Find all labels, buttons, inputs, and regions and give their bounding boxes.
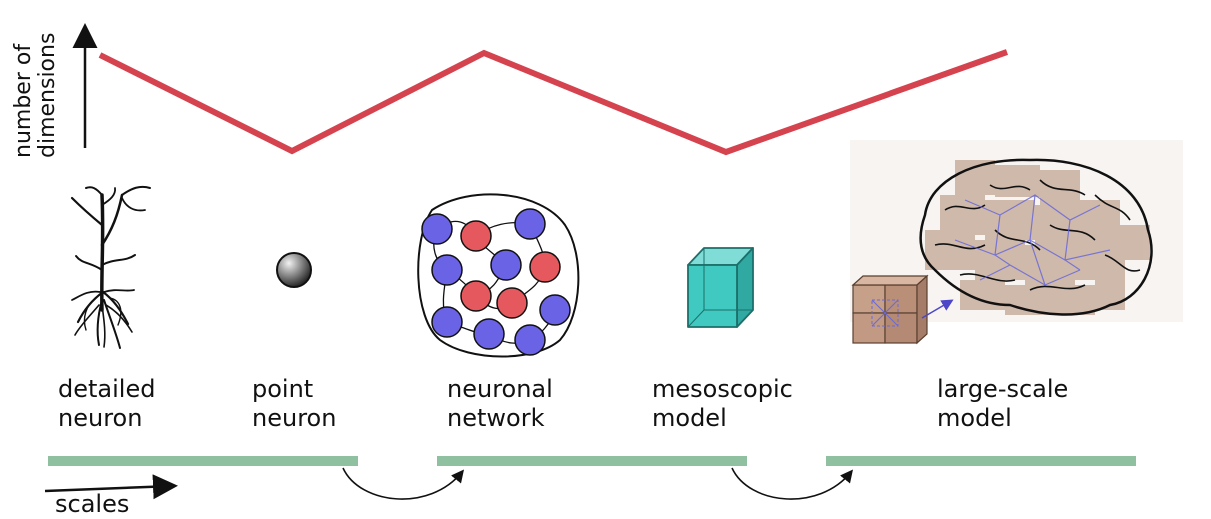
mesoscopic-cube-icon [687,247,754,328]
scales-axis-arrow [44,474,178,500]
dimensions-line [98,49,1009,156]
dimensions-axis-label: number of dimensions [11,8,162,158]
voxel-cube-icon [851,274,929,345]
detailed-neuron-icon [70,185,151,349]
dimensions-axis-label-line2: dimensions [35,32,60,158]
scale-bar-2 [437,456,747,466]
transition-arrow-1 [342,467,465,500]
transition-arrow-2 [731,467,854,500]
scale-bar-3 [826,456,1136,466]
model-label-point-neuron: point neuron [252,375,337,432]
zoom-arrow [921,299,954,319]
model-label-neuronal-network: neuronal network [447,375,553,432]
dimensions-axis-label-line1: number of [11,43,36,158]
model-label-large-scale-model: large-scale model [937,375,1069,432]
model-label-mesoscopic-model: mesoscopic model [652,375,793,432]
scale-bar-1 [48,456,358,466]
scales-axis-label: scales [55,490,130,518]
point-neuron-icon [276,252,312,288]
model-label-detailed-neuron: detailed neuron [58,375,156,432]
neuronal-network-icon [417,193,580,358]
